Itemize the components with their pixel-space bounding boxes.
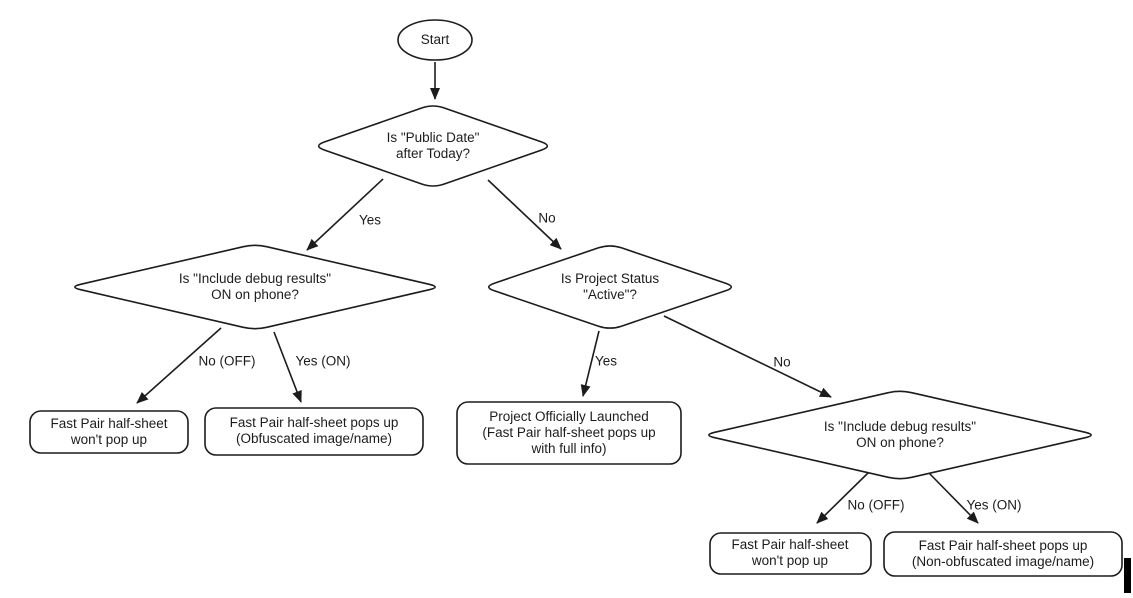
edge-project-status-yes [580, 330, 600, 397]
decision-debug-right-label: Is "Include debug results"ON on phone? [823, 419, 977, 450]
result-popup-obfuscated-label: Fast Pair half-sheet pops up(Obfuscated … [229, 415, 399, 446]
result-no-popup-right-shape [709, 532, 872, 575]
text-cursor-bar [1124, 558, 1131, 593]
result-popup-non-obfuscated-label: Fast Pair half-sheet pops up(Non-obfusca… [911, 538, 1095, 569]
decision-project-status-label: Is Project Status"Active"? [560, 271, 660, 302]
decision-debug-left-shape [74, 244, 436, 330]
decision-debug-right-shape [708, 390, 1092, 480]
start-node-shape [397, 19, 473, 61]
edge-debug-left-no [136, 327, 222, 404]
edge-label-debug-left-no: No (OFF) [198, 353, 256, 369]
result-no-popup-left-shape [29, 410, 189, 454]
edge-label-project-status-no: No [773, 354, 791, 370]
edge-label-project-status-yes: Yes [594, 353, 618, 369]
edge-debug-right-no [816, 472, 869, 524]
result-launched-label: Project Officially Launched(Fast Pair ha… [482, 409, 656, 456]
edge-debug-left-yes [273, 331, 302, 403]
edge-label-public-date-yes: Yes [358, 212, 382, 228]
edge-label-debug-left-yes: Yes (ON) [295, 353, 351, 369]
edge-label-public-date-no: No [538, 210, 556, 226]
edge-label-debug-right-no: No (OFF) [847, 497, 905, 513]
edge-public-date-yes [306, 178, 384, 251]
result-popup-non-obfuscated-shape [883, 531, 1123, 577]
decision-debug-left-label: Is "Include debug results"ON on phone? [178, 271, 332, 302]
decision-public-date-shape [317, 105, 549, 187]
result-launched-shape [456, 401, 682, 465]
edge-debug-right-yes [928, 472, 979, 524]
decision-public-date-label: Is "Public Date"after Today? [386, 130, 480, 161]
decision-project-status-shape [487, 245, 733, 329]
edge-public-date-no [487, 179, 562, 250]
edge-project-status-no [663, 315, 832, 398]
start-node-label: Start [420, 32, 450, 47]
edge-label-debug-right-yes: Yes (ON) [966, 497, 1022, 513]
result-popup-obfuscated-shape [204, 407, 424, 456]
